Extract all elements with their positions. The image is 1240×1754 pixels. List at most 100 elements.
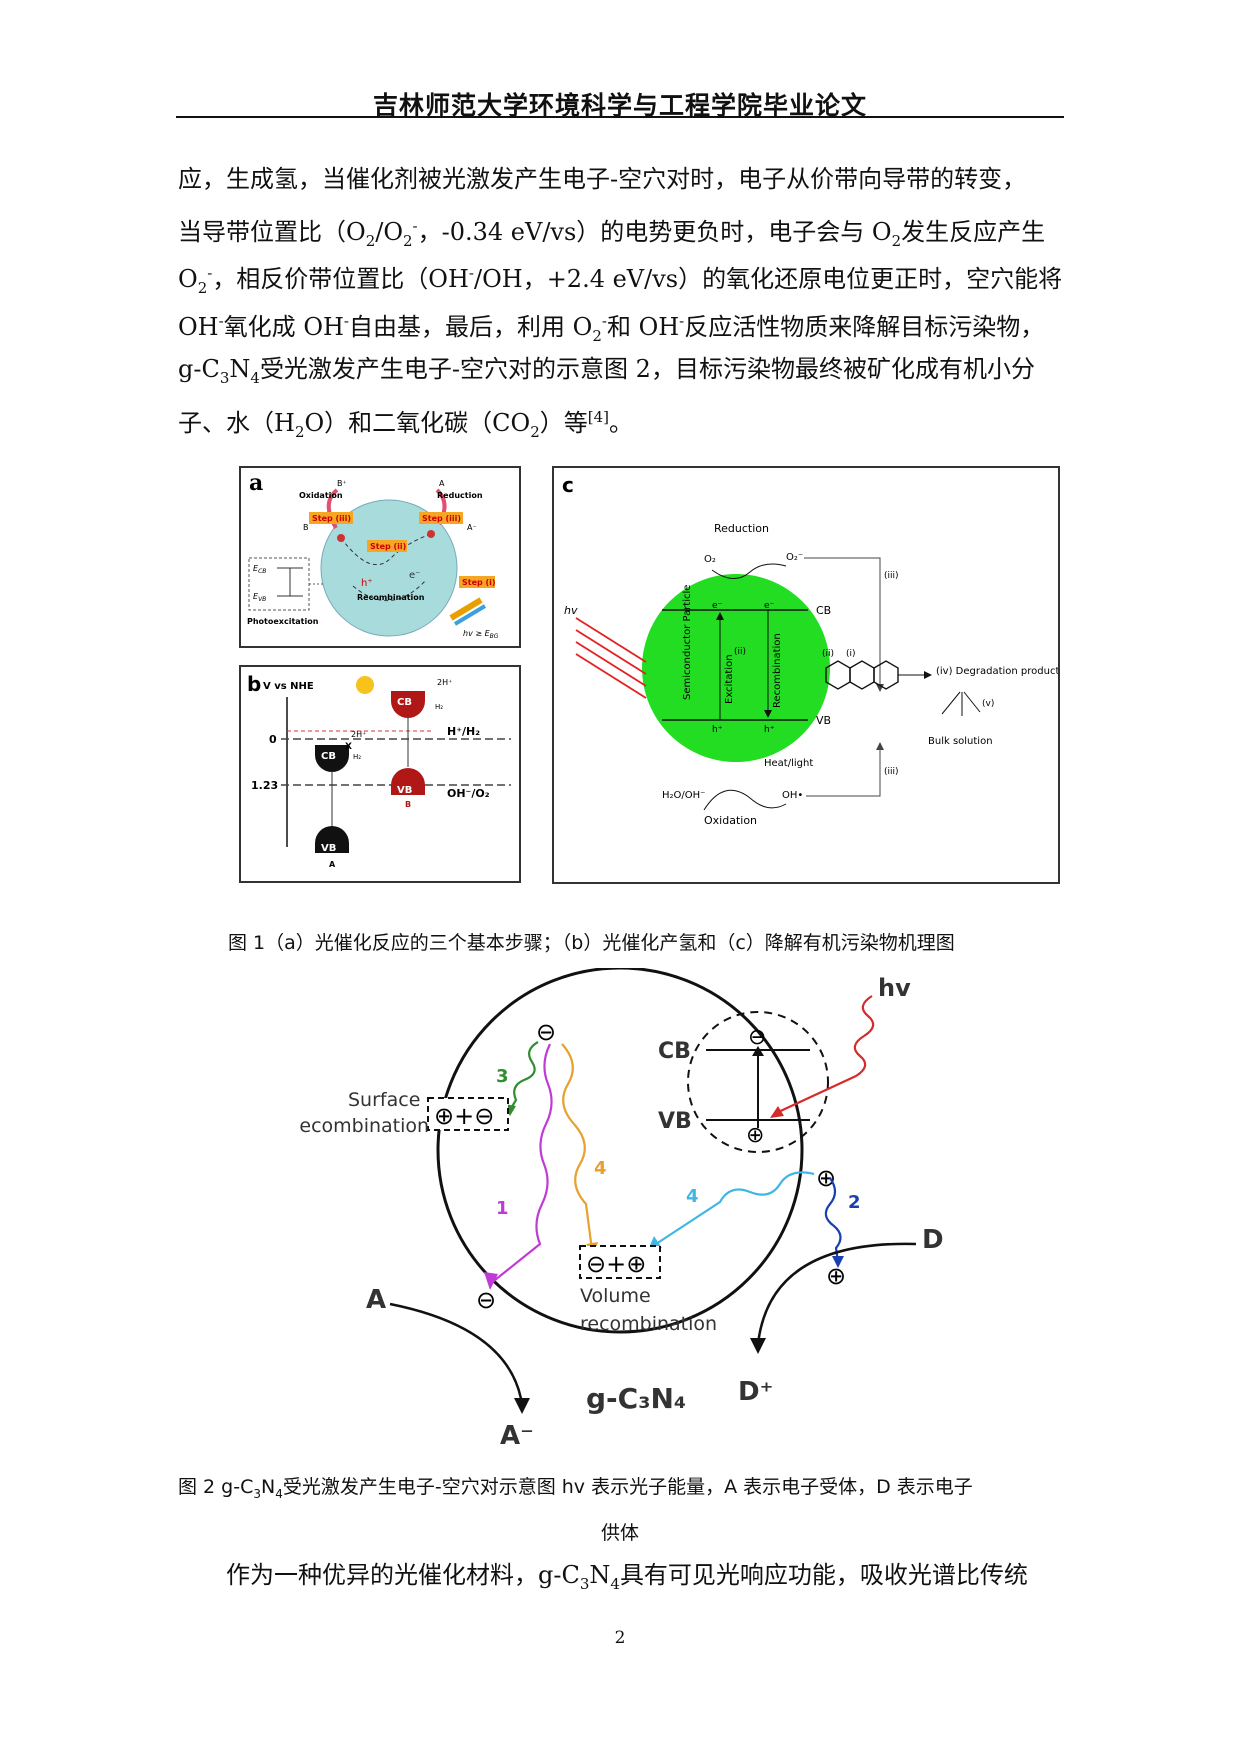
cb-label: CB [658, 1039, 691, 1064]
acceptor-minus-label: A⁻ [500, 1421, 534, 1444]
recombination-path [352, 579, 427, 601]
particle-sphere [320, 499, 458, 637]
reduction-wave [711, 563, 787, 579]
cb-b-label: CB [397, 697, 412, 708]
path-3-wave [509, 1041, 539, 1111]
vb-label: VB [816, 714, 831, 727]
path-2-head [832, 1256, 844, 1268]
path-1-wave [489, 1043, 553, 1285]
acceptor-arrow-head [514, 1398, 530, 1414]
semiconductor-particle [642, 574, 830, 762]
path-iii-top [804, 557, 881, 690]
header-rule [176, 116, 1064, 118]
figure1-panel-a-svg: a Step (iii) Step (iii) Step (ii) Step (… [247, 470, 499, 640]
volume-recombination-box [579, 1245, 661, 1279]
path-3-label: 3 [496, 1066, 509, 1087]
donor-label: D [922, 1225, 944, 1255]
donor-plus-label: D⁺ [738, 1377, 773, 1407]
path-1-head [484, 1272, 498, 1290]
volume-recombination-label: recombination [580, 1313, 717, 1335]
step-iii-left-box [309, 512, 353, 524]
page-number: 2 [614, 1628, 626, 1648]
o2-couple-label: OH⁻/O₂ [447, 787, 490, 800]
path-1-label: 1 [496, 1198, 509, 1219]
step-iii-left: Step (iii) [312, 514, 351, 523]
b-label: B [303, 523, 309, 532]
axis-label: V vs NHE [263, 681, 314, 692]
cat-b-label: B [405, 800, 411, 809]
hv-photon-wave [773, 995, 875, 1115]
step-ii-box [367, 540, 407, 552]
step-iii-right-box [419, 512, 463, 524]
oxidation-wave [703, 789, 787, 811]
step-iii-right: Step (iii) [422, 514, 461, 523]
figure2-caption-line1: 图 2 g-C3N4受光激发产生电子-空穴对示意图 hv 表示光子能量，A 表示… [178, 1476, 973, 1501]
heat-light-label: Heat/light [764, 758, 813, 769]
hole-dot [337, 534, 345, 542]
cb-a-label: CB [321, 751, 336, 762]
light-ray-2 [575, 629, 647, 675]
cb-label: CB [816, 604, 831, 617]
surface-recombination-label: recombination [300, 1115, 429, 1137]
excitation-arrow-head [716, 612, 724, 620]
figure1-panel-c: c CB VB Semiconductor Particle Excitatio… [552, 466, 1065, 884]
oxidation-label: Oxidation [299, 491, 343, 500]
vb-b-shape [391, 768, 425, 795]
cb-a-shape [315, 745, 349, 772]
excitation-label: Excitation [724, 654, 735, 704]
sun-icon [356, 676, 374, 694]
paragraph2-line1: 作为一种优异的光催化材料，g-C3N4具有可见光响应功能，吸收光谱比传统 [226, 1561, 1028, 1593]
path-4a-wave [561, 1043, 594, 1251]
cat-a-label: A [329, 860, 336, 869]
hv-label: hv ≥ EBG [463, 629, 499, 640]
charge-path [340, 533, 432, 566]
step-ii: Step (ii) [370, 542, 406, 551]
vb-a-label: VB [321, 843, 336, 854]
band-diagram-circle [687, 1011, 829, 1153]
surface-label: Surface [348, 1089, 420, 1111]
paragraph-line-4: OH-氧化成 OH-自由基，最后，利用 O2-和 OH-反应活性物质来降解目标污… [178, 312, 1045, 345]
h2-couple-label: H⁺/H₂ [447, 725, 480, 738]
light-ray-3 [575, 641, 647, 687]
figure1-caption: 图 1（a）光催化反应的三个基本步骤；（b）光催化产氢和（c）降解有机污染物机理… [228, 932, 955, 954]
ecb-label: ECB [253, 564, 266, 575]
anthracene-molecule [825, 660, 899, 690]
h-plus-2: h⁺ [764, 725, 775, 735]
figure1-panel-b-svg: b V vs NHE 0 1.23 H⁺/H₂ OH⁻/O₂ CB VB A 2… [247, 672, 511, 869]
figure1-panel-c-svg: c CB VB Semiconductor Particle Excitatio… [562, 473, 1065, 827]
hole-vb: ⊕ [746, 1123, 764, 1148]
paragraph-line-5: g-C3N4受光激发产生电子-空穴对的示意图 2，目标污染物最终被矿化成有机小分 [178, 355, 1035, 387]
recombination-label: Recombination [357, 593, 425, 602]
two-h-a: 2H⁺ [351, 730, 366, 739]
evb-label: EVB [253, 592, 266, 603]
light-ray-4 [575, 653, 647, 699]
photoexcitation-label: Photoexcitation [247, 617, 319, 626]
reduction-label: Reduction [437, 491, 483, 500]
e-minus-label: e⁻ [409, 570, 420, 581]
path-4b-label: 4 [686, 1186, 699, 1207]
path-2-wave [824, 1177, 842, 1263]
paragraph-line-1: 应，生成氢，当催化剂被光激发产生电子-空穴对时，电子从价带向导带的转变， [178, 165, 1027, 193]
hv-label: hv [878, 974, 911, 1002]
path-iii-bottom [806, 744, 881, 797]
electron-surface: ⊖ [476, 1286, 496, 1314]
h2-a: H₂ [353, 753, 361, 761]
acceptor-label: A [366, 1285, 386, 1315]
two-h-b: 2H⁺ [437, 678, 452, 687]
cb-b-shape [391, 691, 425, 718]
acceptor-arrow [389, 1302, 524, 1405]
tick-123: 1.23 [251, 779, 278, 792]
figure2-caption-line2: 供体 [600, 1522, 639, 1544]
figure1-panel-a: a Step (iii) Step (iii) Step (ii) Step (… [239, 466, 521, 648]
r-ii-inner: (ii) [734, 647, 746, 657]
oh-radical-label: OH• [782, 790, 803, 801]
path-iii-bottom-head [876, 742, 884, 750]
bulk-solution-label: Bulk solution [928, 736, 993, 747]
electron-dot [427, 530, 435, 538]
recombination-arrow-head [764, 710, 772, 718]
hv-label: hv [564, 604, 578, 617]
electron-cb: ⊖ [748, 1025, 766, 1050]
b-plus-label: B⁺ [337, 479, 347, 488]
paragraph-line-3: O2-，相反价带位置比（OH-/OH，+2.4 eV/vs）的氧化还原电位更正时… [178, 264, 1063, 297]
degradation-label: (iv) Degradation products [936, 666, 1058, 677]
